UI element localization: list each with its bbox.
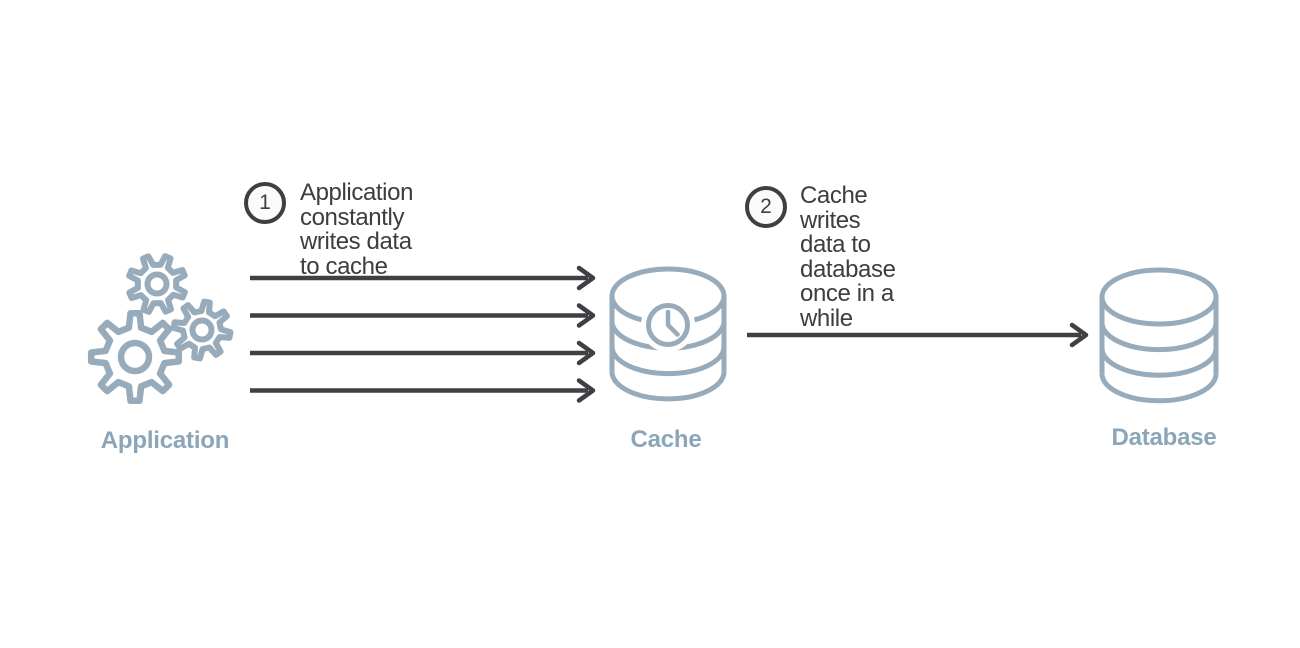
database-cylinder-icon xyxy=(1099,267,1219,404)
step-1-number-badge: 1 xyxy=(244,182,286,224)
application-label: Application xyxy=(100,427,230,454)
step-1-text: Application constantly writes data to ca… xyxy=(300,179,414,280)
database-label: Database xyxy=(1111,424,1217,451)
database-cylinder-clock-icon xyxy=(609,266,727,402)
step-2-number: 2 xyxy=(760,195,772,218)
step-2-text: Cache writes data to database once in a … xyxy=(800,182,896,332)
step-2-number-badge: 2 xyxy=(745,186,787,228)
gears-icon xyxy=(87,253,234,405)
application-to-cache-arrows xyxy=(250,265,596,403)
cache-label: Cache xyxy=(630,426,702,453)
cache-to-database-arrow xyxy=(747,322,1089,348)
step-1-number: 1 xyxy=(259,191,271,214)
